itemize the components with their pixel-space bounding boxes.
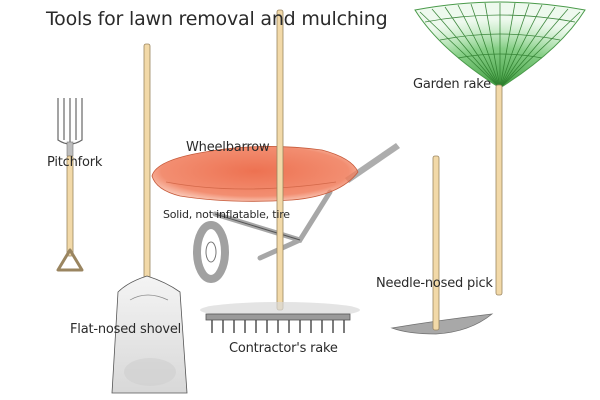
diagram-title: Tools for lawn removal and mulching <box>46 8 388 30</box>
garden-rake-tines <box>419 2 581 89</box>
garden-rake-handle <box>495 84 503 296</box>
wheelbarrow-handle <box>345 143 400 183</box>
garden-rake-label: Garden rake <box>413 77 491 92</box>
garden-rake <box>414 1 586 296</box>
pitchfork-label: Pitchfork <box>47 155 103 170</box>
wheelbarrow <box>151 143 400 283</box>
contractors-rake-handle <box>276 9 284 311</box>
needle-nosed-pick <box>390 155 494 335</box>
pitchfork <box>56 98 84 272</box>
wheelbarrow-label: Wheelbarrow <box>186 140 270 155</box>
flat-nosed-shovel <box>111 43 188 394</box>
contractors-rake-label: Contractor's rake <box>229 341 338 356</box>
flat-nosed-shovel-handle <box>143 43 151 285</box>
tire-note-label: Solid, not inflatable, tire <box>163 208 290 221</box>
flat-nosed-shovel-label: Flat-nosed shovel <box>70 322 182 337</box>
wheelbarrow-tray <box>151 146 359 202</box>
needle-nosed-pick-label: Needle-nosed pick <box>376 276 493 291</box>
contractors-rake-tines <box>211 320 345 333</box>
wheelbarrow-frame <box>212 189 333 261</box>
contractors-rake-head <box>205 313 351 321</box>
contractors-rake <box>200 9 360 333</box>
wheelbarrow-tire <box>193 221 229 283</box>
pitchfork-grip <box>56 248 84 272</box>
needle-nosed-pick-head <box>390 313 494 335</box>
pitchfork-handle <box>66 155 74 257</box>
needle-nosed-pick-handle <box>432 155 440 331</box>
